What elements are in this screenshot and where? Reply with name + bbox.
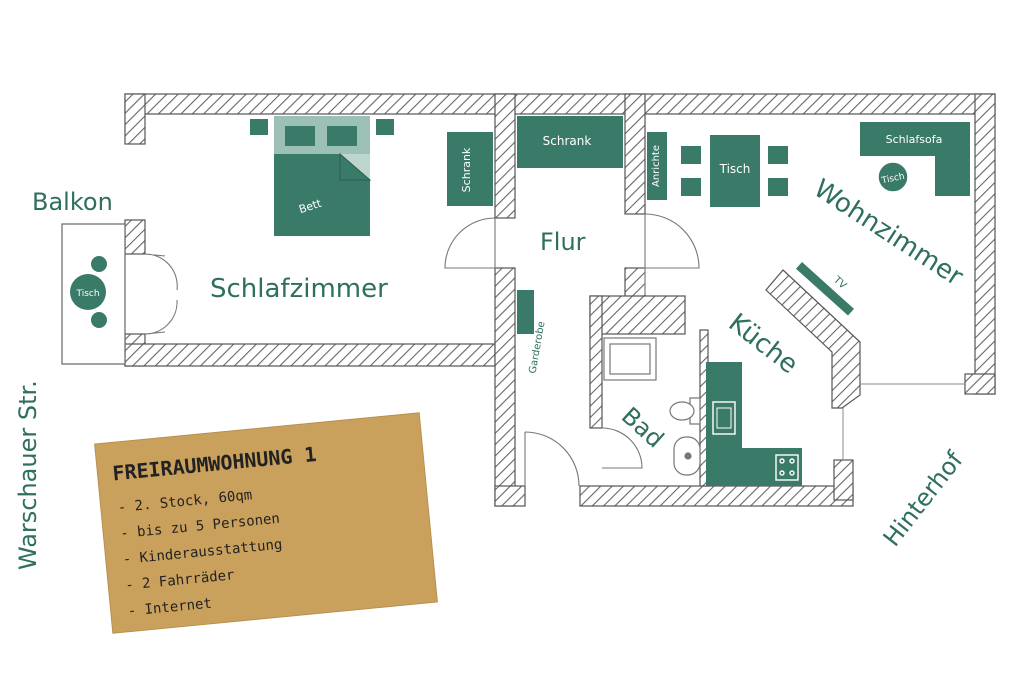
wall-corridor-bottom <box>494 485 526 507</box>
walls <box>124 93 996 507</box>
label-schlafsofa: Schlafsofa <box>886 133 943 146</box>
label-schrank-corridor: Schrank <box>543 134 592 148</box>
stove <box>775 454 799 481</box>
nightstand-right <box>376 119 394 135</box>
room-balkon: Balkon <box>32 188 113 216</box>
label-anrichte: Anrichte <box>651 145 662 187</box>
room-schlafzimmer: Schlafzimmer <box>210 274 388 304</box>
info-card: FREIRAUMWOHNUNG 1 - 2. Stock, 60qm - bis… <box>94 412 438 634</box>
chimney-wall <box>765 269 861 409</box>
sink-kitchen <box>712 401 736 435</box>
room-flur: Flur <box>540 228 586 256</box>
pillow-right <box>327 126 357 146</box>
wall-top <box>124 93 996 115</box>
wall-bedroom-bottom <box>124 343 496 367</box>
door-bath <box>601 427 643 469</box>
label-tisch-sofa: Tisch <box>880 172 906 187</box>
sofa-bed <box>860 122 970 196</box>
kitchen-counter <box>706 362 802 486</box>
wall-right-lower <box>964 373 996 395</box>
door-entrance <box>524 431 580 487</box>
balcony-chair-top <box>91 256 107 272</box>
pillow-left <box>285 126 315 146</box>
door-bedroom <box>444 217 496 269</box>
tv <box>795 261 855 316</box>
door-living <box>644 213 700 269</box>
wardrobe-corridor <box>517 116 623 168</box>
coat-rack <box>517 290 534 334</box>
sideboard <box>647 132 667 200</box>
wall-bath-top <box>589 295 686 335</box>
label-schrank-bedroom: Schrank <box>460 147 473 192</box>
chair-2 <box>681 178 701 196</box>
label-tisch-living: Tisch <box>719 162 751 176</box>
street-hinterhof: Hinterhof <box>878 446 969 552</box>
wall-living-left-upper <box>624 93 646 215</box>
label-tisch-balkon: Tisch <box>75 289 99 299</box>
wardrobe-bedroom <box>447 132 493 206</box>
furniture <box>70 116 970 486</box>
room-bad: Bad <box>616 402 669 454</box>
wall-corridor-left <box>494 267 516 507</box>
label-tv: TV <box>830 274 848 292</box>
door-balcony <box>144 253 178 335</box>
sofa-table <box>877 161 909 193</box>
chair-4 <box>768 178 788 196</box>
info-card-bg <box>94 412 438 634</box>
wall-left-stub <box>124 219 146 255</box>
wall-right <box>974 93 996 395</box>
wall-left-upper <box>124 93 146 145</box>
wall-kitchen-left <box>624 267 646 299</box>
shower <box>603 337 657 381</box>
chair-1 <box>681 146 701 164</box>
street-warschauer: Warschauer Str. <box>14 380 42 570</box>
chair-3 <box>768 146 788 164</box>
balcony-table <box>70 274 106 310</box>
balcony-chair-bottom <box>91 312 107 328</box>
doors <box>144 213 700 487</box>
nightstand-left <box>250 119 268 135</box>
wall-bottom <box>579 485 854 507</box>
wall-bedroom-right-upper <box>494 93 516 219</box>
wall-bath-left <box>589 295 603 429</box>
dining-table <box>710 135 760 207</box>
wall-kitchen-right <box>833 459 854 501</box>
